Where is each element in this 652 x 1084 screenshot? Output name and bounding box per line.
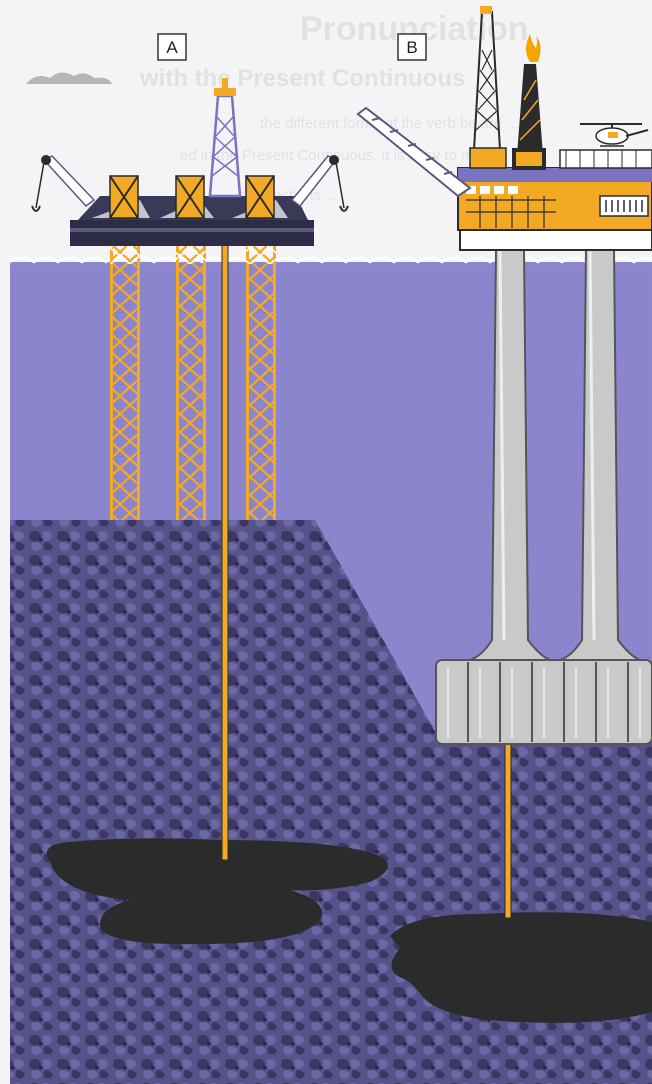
label-b: B	[406, 38, 417, 57]
platform-a-deck	[70, 220, 314, 246]
platform-a-leg-3	[246, 246, 276, 520]
flame-icon	[526, 34, 541, 62]
platform-a-crane-left	[44, 156, 94, 206]
platform-b-drill-pipe	[505, 740, 511, 918]
platform-a-leg-2	[176, 246, 206, 520]
bg-subheading: with the Present Continuous	[139, 65, 465, 92]
helideck	[560, 150, 652, 168]
platform-a-drill-pipe	[222, 210, 228, 860]
label-b-box: B	[398, 34, 426, 60]
helicopter-icon	[580, 124, 648, 146]
cloud-shape	[26, 72, 112, 84]
label-a-box: A	[158, 34, 186, 60]
label-a: A	[166, 38, 178, 57]
platform-a-leg-1	[110, 246, 140, 520]
